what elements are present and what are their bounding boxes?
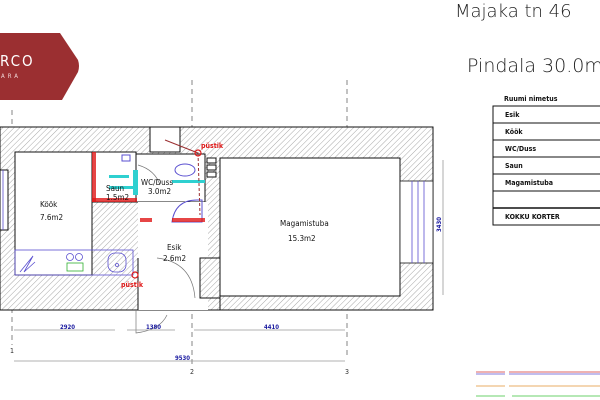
- sauna-fixtures: [92, 152, 138, 202]
- riser-bottom-label: püstik: [121, 281, 144, 289]
- company-logo: RCO ARA: [0, 33, 79, 100]
- room-saun-area: 1.5m2: [106, 193, 129, 202]
- line-legend: [476, 371, 600, 397]
- dimension-label: 1380: [146, 324, 161, 331]
- doors: [135, 164, 196, 334]
- area-title: Pindala 30.0m: [467, 55, 600, 77]
- room-magamistuba-area: 15.3m2: [288, 234, 316, 243]
- axis-label: 3: [345, 368, 349, 376]
- dimension-label: 2920: [60, 324, 75, 331]
- riser-top-label: püstik: [201, 142, 224, 150]
- wc-fixtures: [140, 139, 217, 223]
- kitchen-counter: [14, 249, 134, 276]
- room-wc-area: 3.0m2: [148, 187, 171, 196]
- address-title: Majaka tn 46: [455, 1, 572, 22]
- logo-subtext: ARA: [1, 73, 21, 80]
- riser-top-icon: [194, 149, 202, 157]
- axis-label: 1: [10, 347, 14, 355]
- riser-bottom-icon: [131, 271, 139, 279]
- table-row: WC/Duss: [505, 145, 536, 153]
- axis-label: 2: [190, 368, 194, 376]
- room-wc-name: WC/Duss: [141, 178, 173, 187]
- room-table-header: Ruumi nimetus: [504, 95, 558, 103]
- table-row: Esik: [505, 111, 520, 119]
- dimension-lines: [14, 160, 444, 362]
- room-esik-name: Esik: [167, 243, 182, 252]
- room-magamistuba-name: Magamistuba: [280, 219, 329, 228]
- room-kook-area: 7.6m2: [40, 213, 63, 222]
- table-row: Magamistuba: [505, 179, 553, 187]
- dimension-total-label: 9530: [175, 355, 190, 362]
- table-row: Köök: [505, 128, 523, 136]
- room-kook-name: Köök: [40, 200, 58, 209]
- table-row: KOKKU KORTER: [505, 213, 560, 221]
- table-row: Saun: [505, 162, 523, 170]
- logo-text: RCO: [0, 52, 35, 70]
- window: [399, 180, 434, 264]
- room-saun-name: Saun: [106, 184, 124, 193]
- dimension-height-label: 3430: [436, 217, 443, 232]
- dimension-label: 4410: [264, 324, 279, 331]
- room-esik-area: 2.6m2: [163, 254, 186, 263]
- room-table: Ruumi nimetus Esik Köök WC/Duss Saun Mag…: [492, 95, 600, 226]
